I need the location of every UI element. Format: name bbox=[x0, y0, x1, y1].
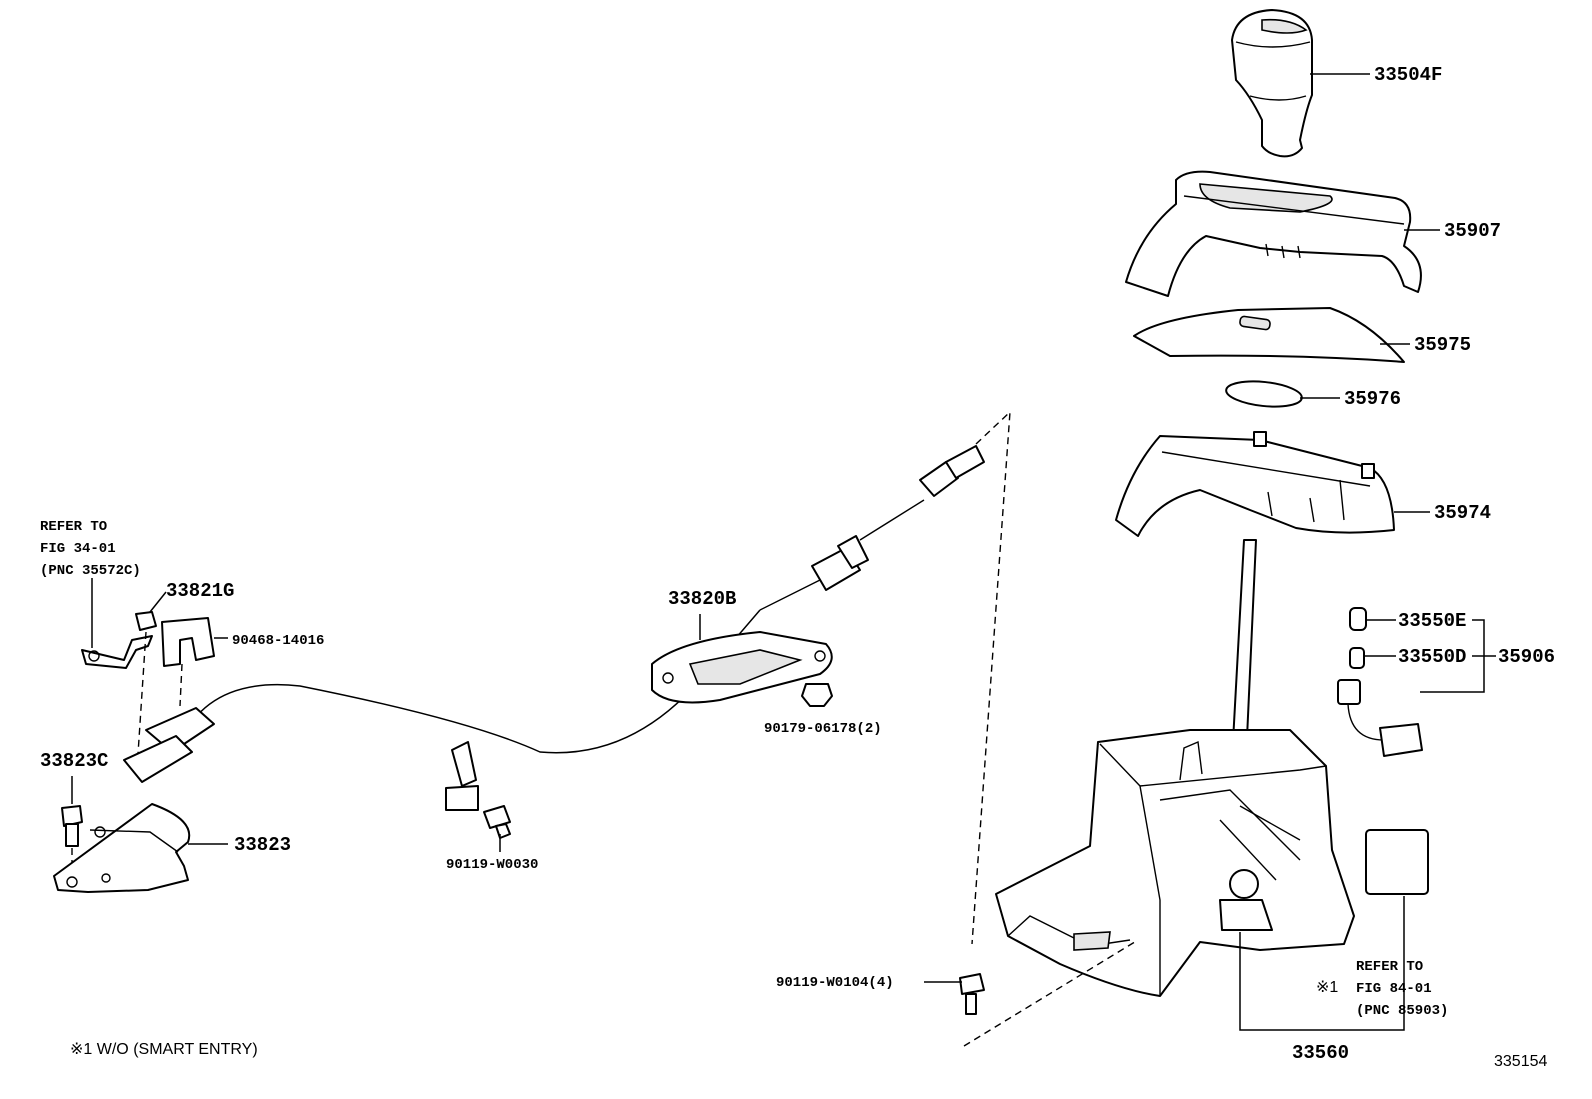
footnote: ※1 W/O (SMART ENTRY) bbox=[70, 1041, 258, 1058]
label-35974: 35974 bbox=[1434, 502, 1491, 524]
figure-id: 335154 bbox=[1494, 1053, 1547, 1070]
label-33820B: 33820B bbox=[668, 588, 736, 610]
indicator-plate bbox=[1133, 307, 1405, 363]
leader-35906 bbox=[1420, 619, 1496, 693]
label-90468: 90468-14016 bbox=[232, 633, 324, 649]
cable-retainer-bracket bbox=[81, 635, 153, 669]
refer-left-line1: REFER TO bbox=[40, 519, 107, 535]
clip-90468 bbox=[161, 617, 215, 667]
shift-lever-assembly bbox=[995, 539, 1355, 997]
refer-right-mark: ※1 bbox=[1316, 979, 1338, 996]
refer-right-line1: REFER TO bbox=[1356, 959, 1423, 975]
label-33823C: 33823C bbox=[40, 750, 108, 772]
bolt-90119-w0104 bbox=[959, 973, 985, 1015]
label-33560: 33560 bbox=[1292, 1042, 1349, 1064]
cable-bracket-33823 bbox=[53, 803, 191, 893]
clip-33821G bbox=[135, 611, 157, 631]
refer-left-line3: (PNC 35572C) bbox=[40, 563, 141, 579]
label-90119-w0030: 90119-W0030 bbox=[446, 857, 538, 873]
refer-right-line2: FIG 84-01 bbox=[1356, 981, 1432, 997]
bolt-90119-w0030 bbox=[483, 805, 511, 839]
clip-guide-b bbox=[179, 663, 183, 707]
clip-guide-a bbox=[137, 631, 147, 755]
bolt-33823C bbox=[61, 805, 83, 847]
leader-33821G bbox=[149, 591, 167, 613]
label-35906: 35906 bbox=[1498, 646, 1555, 668]
label-35907: 35907 bbox=[1444, 220, 1501, 242]
smart-entry-module bbox=[1365, 829, 1429, 895]
indicator-housing bbox=[1115, 431, 1395, 537]
label-35976: 35976 bbox=[1344, 388, 1401, 410]
label-35975: 35975 bbox=[1414, 334, 1471, 356]
refer-right-line3: (PNC 85903) bbox=[1356, 1003, 1448, 1019]
label-33821G: 33821G bbox=[166, 580, 234, 602]
bulb-socket-assembly bbox=[1337, 607, 1423, 757]
nut-90179 bbox=[801, 683, 833, 707]
cable-end-guide bbox=[963, 410, 1139, 1047]
label-90119-w0104: 90119-W0104(4) bbox=[776, 975, 894, 991]
label-33550E: 33550E bbox=[1398, 610, 1466, 632]
label-33550D: 33550D bbox=[1398, 646, 1466, 668]
label-33504F: 33504F bbox=[1374, 64, 1442, 86]
leader-33560 bbox=[1239, 896, 1405, 1031]
shift-bezel bbox=[1125, 170, 1422, 297]
refer-left-line2: FIG 34-01 bbox=[40, 541, 116, 557]
shift-knob bbox=[1231, 9, 1313, 158]
slide-plate bbox=[1225, 380, 1303, 408]
label-90179: 90179-06178(2) bbox=[764, 721, 882, 737]
label-33823: 33823 bbox=[234, 834, 291, 856]
shift-cable bbox=[123, 445, 985, 811]
